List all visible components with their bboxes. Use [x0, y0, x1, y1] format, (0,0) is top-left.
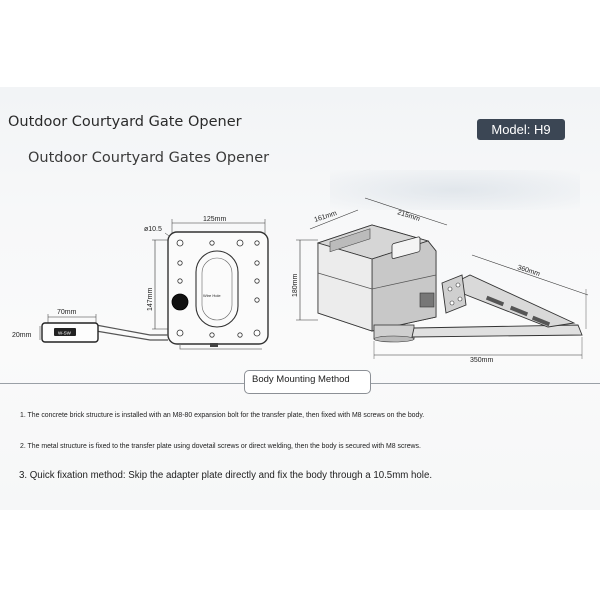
product-subtitle: Outdoor Courtyard Gates Opener: [28, 150, 270, 166]
dim-hole: ø10.5: [144, 226, 162, 233]
mounting-note-1: 1. The concrete brick structure is insta…: [20, 412, 425, 419]
wire-hole: [171, 293, 189, 311]
dim-top-width: 125mm: [203, 216, 227, 223]
dim-switch-height: 20mm: [12, 332, 32, 339]
dim-side-width: 161mm: [313, 210, 338, 224]
dim-body-length: 215mm: [396, 209, 421, 223]
mounting-note-3: 3. Quick fixation method: Skip the adapt…: [19, 470, 433, 481]
product-title: Outdoor Courtyard Gate Opener: [8, 114, 242, 130]
dim-plate-height: 147mm: [147, 287, 154, 311]
dimension-diagram: 125mm ø10.5 147mm Wire Hole 7: [12, 197, 589, 364]
model-badge: Model: H9: [477, 119, 565, 140]
mounting-note-2: 2. The metal structure is fixed to the t…: [20, 443, 421, 450]
switch-unit: 70mm 20mm W-SW: [12, 309, 99, 343]
dim-arm-length: 360mm: [516, 264, 541, 278]
section-title-box: [244, 370, 371, 394]
dim-body-height: 180mm: [292, 273, 299, 297]
top-view-plate: 125mm ø10.5 147mm Wire Hole: [95, 216, 269, 350]
background-haze: [330, 170, 580, 210]
section-title: Body Mounting Method: [252, 374, 350, 385]
dim-base-length: 350mm: [470, 357, 494, 364]
switch-label: W-SW: [58, 331, 72, 336]
opener-body-view: 161mm 215mm 180mm 360m: [292, 197, 589, 364]
wire-hole-label: Wire Hole: [203, 293, 221, 298]
dim-switch-width: 70mm: [57, 309, 77, 316]
